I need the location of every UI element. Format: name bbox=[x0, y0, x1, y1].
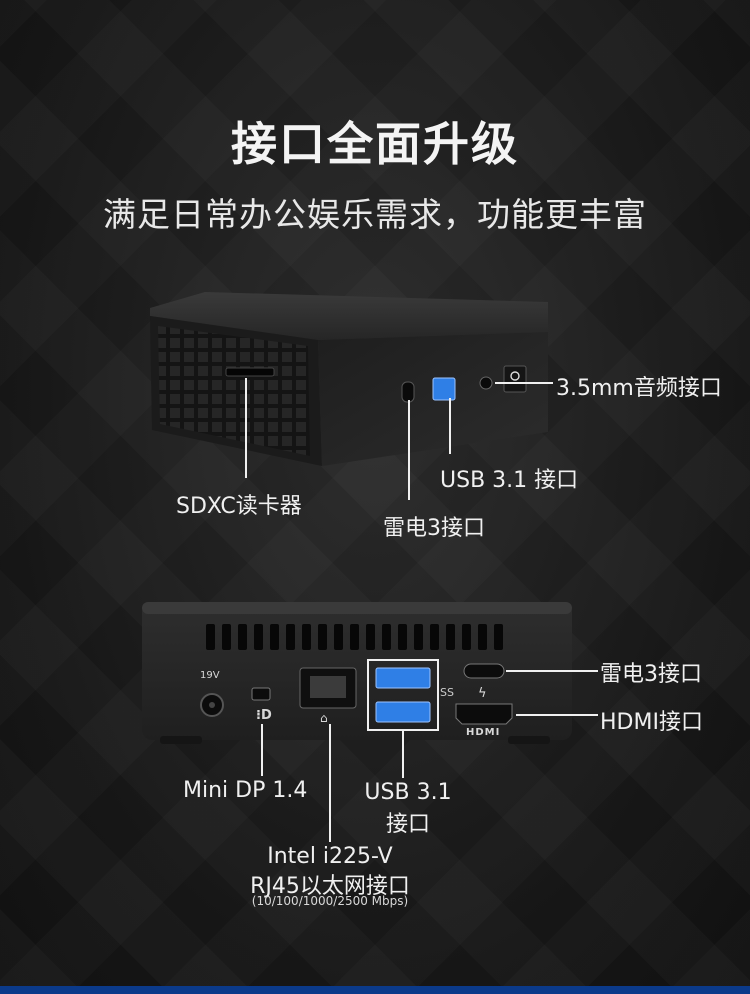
vent-slot bbox=[254, 624, 263, 650]
sdxc-label: SDXC读卡器 bbox=[176, 494, 302, 519]
usb-ss-icon: SS bbox=[440, 686, 454, 699]
vent-slot bbox=[478, 624, 487, 650]
bottom-accent-bar bbox=[0, 986, 750, 994]
leader-rear-thunderbolt bbox=[506, 670, 598, 672]
displayport-icon: ⁝D bbox=[256, 708, 272, 723]
rear-thunderbolt-port bbox=[463, 663, 505, 679]
rear-usb-label-line2: 接口 bbox=[385, 812, 430, 837]
vent-slot bbox=[398, 624, 407, 650]
rear-usb-label-line1: USB 3.1 bbox=[364, 780, 452, 805]
power-button bbox=[503, 365, 527, 393]
leader-front-thunderbolt bbox=[408, 400, 410, 500]
vent-slot bbox=[446, 624, 455, 650]
vent-slot bbox=[238, 624, 247, 650]
vent-slot bbox=[206, 624, 215, 650]
front-device-top bbox=[150, 292, 548, 340]
rear-thunderbolt-icon: ϟ bbox=[478, 686, 487, 701]
vent-slot bbox=[286, 624, 295, 650]
power-marking: 19V bbox=[200, 670, 220, 681]
audio-jack bbox=[479, 376, 493, 390]
vent-slot bbox=[334, 624, 343, 650]
hdmi-logo: HDMI bbox=[466, 727, 501, 738]
front-thunderbolt-label: 雷电3接口 bbox=[383, 516, 485, 541]
page-title: 接口全面升级 bbox=[231, 117, 519, 171]
minidp-port bbox=[251, 687, 271, 701]
vent-slot bbox=[222, 624, 231, 650]
leader-minidp bbox=[261, 724, 263, 776]
hdmi-port bbox=[455, 703, 513, 725]
vent-slot bbox=[494, 624, 503, 650]
vent-slot bbox=[382, 624, 391, 650]
leader-hdmi bbox=[516, 714, 598, 716]
rear-usb-port-1 bbox=[375, 667, 431, 689]
leader-ethernet bbox=[329, 724, 331, 842]
leader-sdxc bbox=[245, 378, 247, 478]
front-usb-port bbox=[432, 377, 456, 401]
vent-slot bbox=[366, 624, 375, 650]
page-subtitle: 满足日常办公娱乐需求，功能更丰富 bbox=[103, 195, 647, 234]
sdxc-slot bbox=[225, 367, 275, 377]
ethernet-label-line1: Intel i225-V bbox=[267, 844, 393, 869]
leader-audio bbox=[495, 382, 553, 384]
ethernet-label-line3: (10/100/1000/2500 Mbps) bbox=[251, 894, 409, 908]
leader-rear-usb bbox=[402, 730, 404, 778]
vent-slot bbox=[462, 624, 471, 650]
hdmi-label: HDMI接口 bbox=[600, 710, 703, 735]
power-icon bbox=[510, 371, 520, 381]
leader-front-usb bbox=[449, 398, 451, 454]
vent-slot bbox=[270, 624, 279, 650]
vent-slot bbox=[350, 624, 359, 650]
audio-label: 3.5mm音频接口 bbox=[556, 376, 722, 401]
vent-slot bbox=[430, 624, 439, 650]
front-vent-grille bbox=[158, 326, 310, 456]
vent-slot bbox=[302, 624, 311, 650]
network-icon: ⌂ bbox=[320, 711, 328, 725]
vent-slot bbox=[318, 624, 327, 650]
rear-usb-port-2 bbox=[375, 701, 431, 723]
rear-foot-left bbox=[160, 736, 202, 744]
vent-slot bbox=[414, 624, 423, 650]
rear-foot-right bbox=[508, 736, 550, 744]
rear-thunderbolt-label: 雷电3接口 bbox=[600, 662, 702, 687]
front-usb-label: USB 3.1 接口 bbox=[440, 468, 579, 493]
ethernet-label-line2: RJ45以太网接口 bbox=[250, 874, 410, 899]
minidp-label: Mini DP 1.4 bbox=[183, 778, 308, 803]
rear-device-top-edge bbox=[142, 602, 572, 614]
rear-vent-slots bbox=[206, 624, 503, 650]
